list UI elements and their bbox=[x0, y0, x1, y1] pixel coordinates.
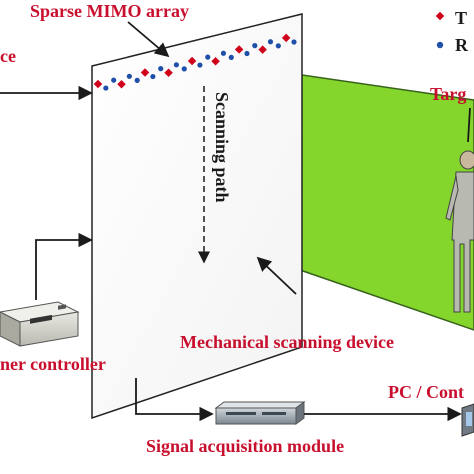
mechanical-scanning-device-label: Mechanical scanning device bbox=[180, 332, 394, 352]
pc-icon bbox=[461, 403, 474, 437]
tx-marker bbox=[187, 56, 197, 66]
rx-marker bbox=[134, 77, 140, 83]
rx-marker bbox=[197, 62, 203, 68]
scanner-controller-device-icon bbox=[0, 301, 80, 347]
mimo-array-markers bbox=[93, 33, 297, 91]
target-pointer bbox=[467, 107, 471, 143]
signal-acquisition-module-label: Signal acquisition module bbox=[146, 436, 344, 456]
rx-marker bbox=[150, 73, 156, 80]
tx-marker bbox=[234, 45, 244, 54]
scanner-controller-label: ner controller bbox=[0, 354, 106, 374]
tx-marker bbox=[140, 68, 150, 77]
rx-marker bbox=[244, 50, 250, 57]
tx-marker bbox=[258, 45, 267, 54]
controller-to-panel-line bbox=[35, 232, 93, 300]
rx-marker bbox=[291, 39, 297, 45]
legend-tx-label: T bbox=[455, 8, 467, 28]
panel-to-acquisition-line bbox=[135, 378, 214, 422]
rx-marker bbox=[220, 50, 227, 56]
mechanical-device-pointer bbox=[256, 256, 297, 295]
rx-marker bbox=[158, 66, 164, 72]
tx-marker bbox=[93, 79, 103, 89]
rx-marker bbox=[103, 85, 109, 91]
signal-acquisition-device-icon bbox=[214, 401, 306, 425]
rx-marker bbox=[252, 43, 258, 49]
rx-marker bbox=[275, 43, 281, 49]
sparse-mimo-array-label: Sparse MIMO array bbox=[30, 1, 189, 21]
legend: T R bbox=[435, 8, 469, 55]
rx-marker bbox=[205, 54, 211, 60]
person-target-icon bbox=[445, 150, 474, 313]
legend-tx-marker bbox=[435, 11, 445, 21]
rx-marker bbox=[126, 73, 132, 79]
rx-marker bbox=[111, 77, 117, 83]
pc-control-label: PC / Cont bbox=[388, 382, 464, 402]
target-label: Targ bbox=[430, 84, 466, 104]
mimo-array-pointer bbox=[127, 21, 170, 58]
scanning-path-label: Scanning path bbox=[212, 92, 232, 203]
legend-rx-marker bbox=[436, 41, 444, 49]
tx-marker bbox=[281, 33, 291, 43]
rx-marker bbox=[173, 62, 179, 68]
rx-marker bbox=[228, 54, 234, 60]
scanning-panel bbox=[91, 13, 303, 420]
tx-marker bbox=[164, 68, 173, 77]
rx-marker bbox=[267, 39, 274, 45]
rx-marker bbox=[181, 66, 187, 72]
tx-marker bbox=[117, 79, 126, 89]
left-cut-label: ce bbox=[0, 46, 16, 66]
legend-rx-label: R bbox=[455, 35, 469, 55]
tx-marker bbox=[211, 56, 220, 66]
